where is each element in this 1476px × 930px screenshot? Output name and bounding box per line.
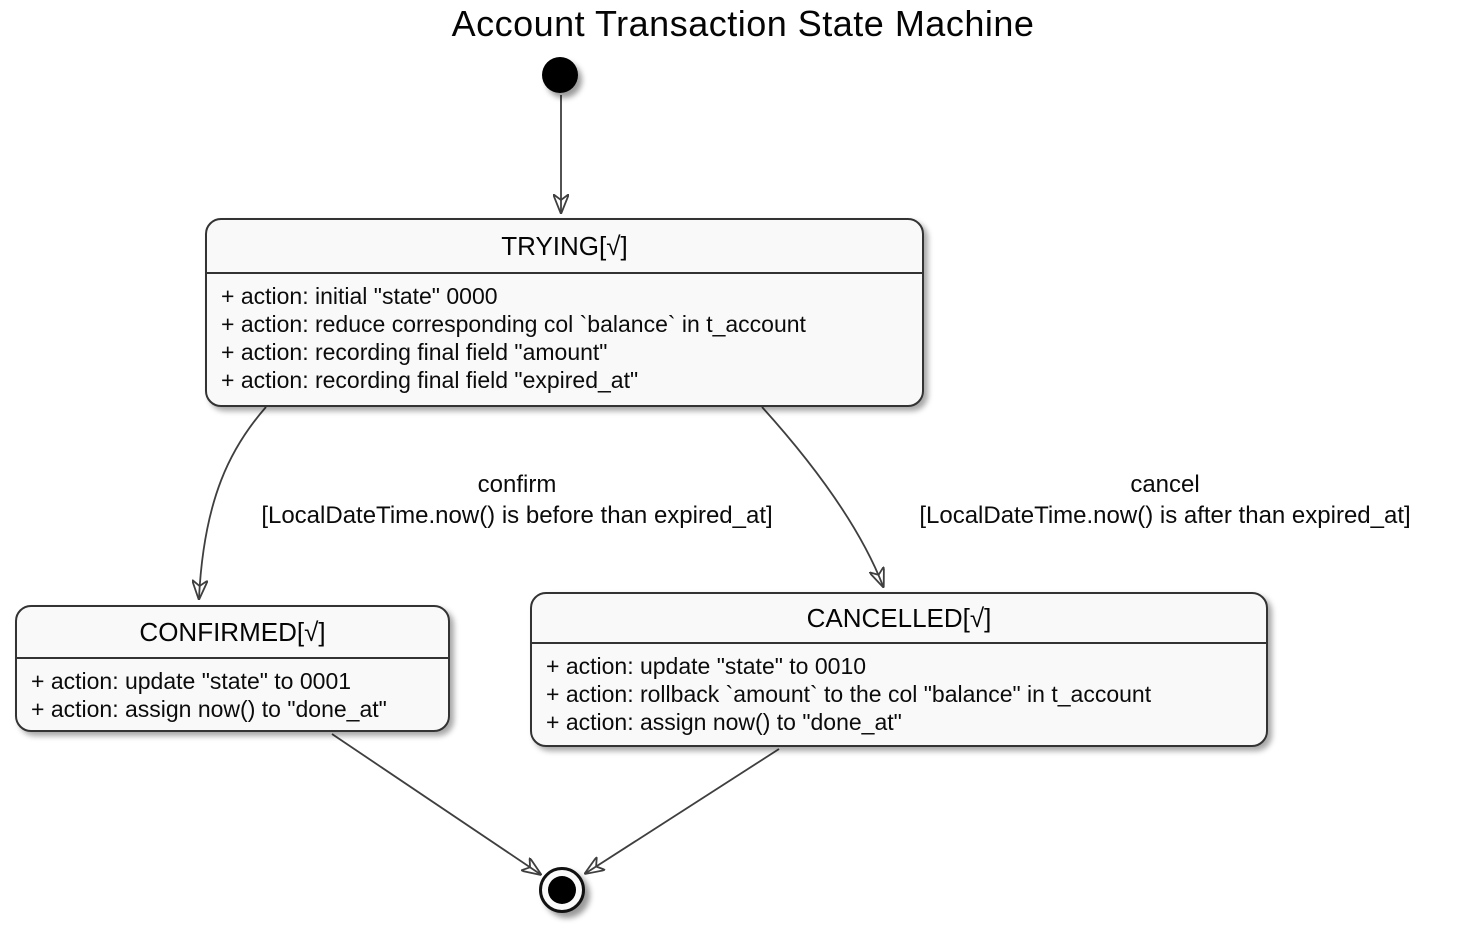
initial-state-node [542, 57, 578, 93]
state-action: + action: initial "state" 0000 [221, 283, 498, 309]
edge-trying-to-confirmed [199, 406, 267, 598]
state-cancelled: CANCELLED[√] + action: update "state" to… [530, 592, 1268, 747]
transition-guard-confirm: [LocalDateTime.now() is before than expi… [261, 502, 773, 529]
state-action: + action: recording final field "amount" [221, 339, 608, 365]
state-trying-actions: + action: initial "state" 0000 + action:… [207, 274, 922, 400]
state-action: + action: assign now() to "done_at" [31, 696, 387, 722]
state-cancelled-actions: + action: update "state" to 0010 + actio… [532, 644, 1266, 742]
state-confirmed: CONFIRMED[√] + action: update "state" to… [15, 605, 450, 732]
final-state-inner-dot [548, 876, 576, 904]
edge-cancelled-to-final [586, 748, 780, 873]
state-action: + action: rollback `amount` to the col "… [546, 681, 1152, 707]
transition-event-cancel: cancel [1130, 471, 1200, 498]
diagram-title: Account Transaction State Machine [451, 3, 1035, 44]
state-action: + action: reduce corresponding col `bala… [221, 311, 806, 337]
transition-event-confirm: confirm [477, 471, 557, 498]
state-action: + action: update "state" to 0001 [31, 668, 352, 694]
transition-guard-cancel: [LocalDateTime.now() is after than expir… [919, 502, 1411, 529]
state-action: + action: update "state" to 0010 [546, 653, 867, 679]
transition-label-confirm: confirm [LocalDateTime.now() is before t… [207, 469, 827, 531]
state-cancelled-name: CANCELLED[√] [806, 602, 992, 633]
state-action: + action: assign now() to "done_at" [546, 709, 902, 735]
transition-label-cancel: cancel [LocalDateTime.now() is after tha… [855, 469, 1475, 531]
edge-confirmed-to-final [331, 733, 540, 874]
state-trying-name: TRYING[√] [501, 230, 628, 261]
edge-trying-to-cancelled [761, 406, 883, 586]
state-trying: TRYING[√] + action: initial "state" 0000… [205, 218, 924, 407]
final-state-node [539, 867, 585, 913]
state-confirmed-header: CONFIRMED[√] [17, 607, 448, 659]
state-cancelled-header: CANCELLED[√] [532, 594, 1266, 644]
state-confirmed-actions: + action: update "state" to 0001 + actio… [17, 659, 448, 729]
state-confirmed-name: CONFIRMED[√] [139, 616, 326, 647]
state-action: + action: recording final field "expired… [221, 367, 639, 393]
state-trying-header: TRYING[√] [207, 220, 922, 274]
